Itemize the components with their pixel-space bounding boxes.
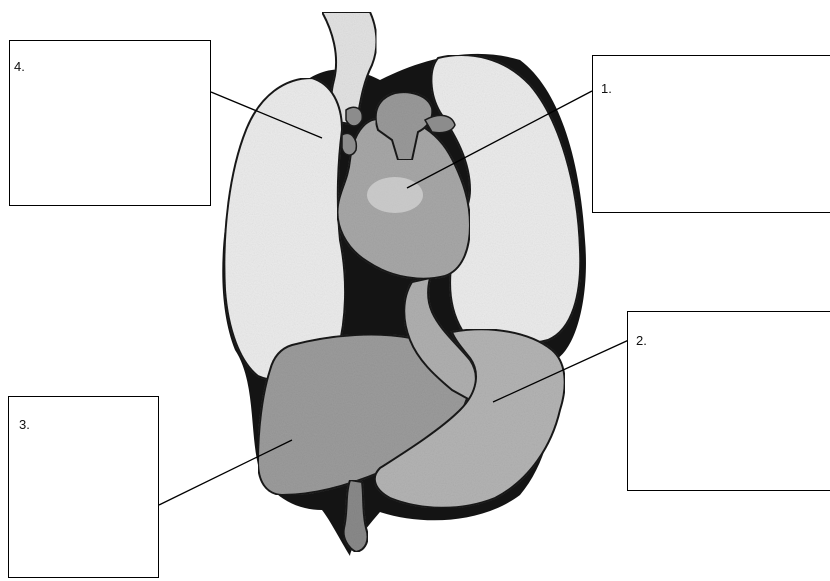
label-box-1[interactable]: 1. bbox=[592, 55, 830, 213]
label-box-2[interactable]: 2. bbox=[627, 311, 830, 491]
heart-highlight bbox=[367, 177, 423, 213]
label-number-1: 1. bbox=[601, 81, 612, 96]
label-box-4[interactable]: 4. bbox=[9, 40, 211, 206]
label-number-3: 3. bbox=[19, 417, 30, 432]
vessel-branch bbox=[346, 107, 362, 126]
label-number-4: 4. bbox=[14, 59, 25, 74]
label-box-3[interactable]: 3. bbox=[8, 396, 159, 578]
left-lung bbox=[224, 78, 345, 380]
label-number-2: 2. bbox=[636, 333, 647, 348]
vessel-branch-lower bbox=[342, 133, 356, 155]
